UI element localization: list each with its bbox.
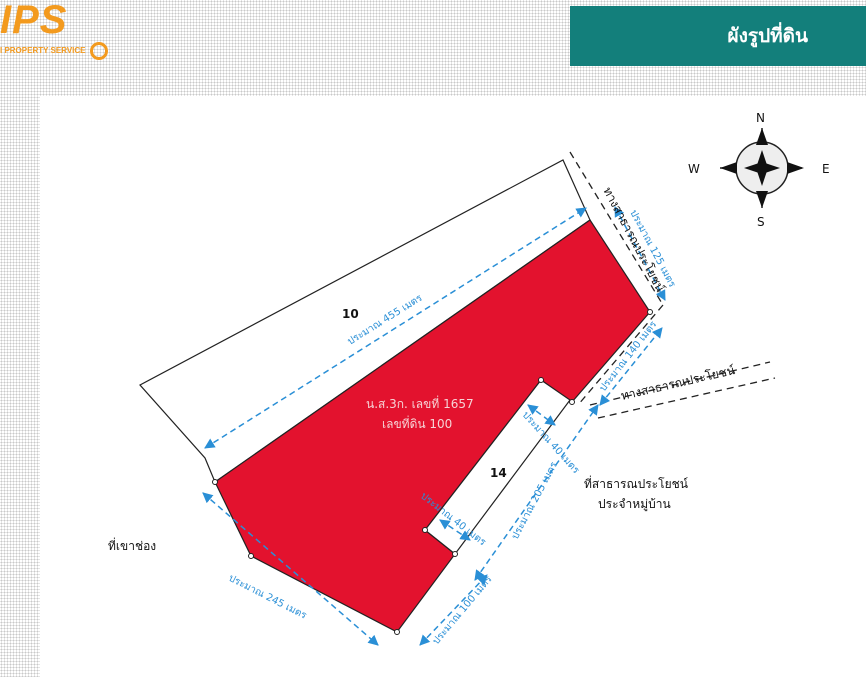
compass-north: N — [756, 111, 765, 125]
public-land-label: ที่สาธารณประโยชน์ — [584, 475, 688, 491]
dimension-lines — [202, 206, 666, 646]
west-neighbor-label: ที่เขาช่อง — [108, 537, 156, 553]
public-land-label-2: ประจำหมู่บ้าน — [598, 497, 671, 512]
gear-icon — [90, 42, 108, 60]
deed-number: น.ส.3ก. เลขที่ 1657 — [366, 395, 474, 411]
logo-subtitle: I PROPERTY SERVICE — [0, 46, 86, 55]
dimension-100: ประมาณ 100 เมตร — [431, 574, 495, 647]
compass-south: S — [757, 215, 765, 229]
company-logo: IPS I PROPERTY SERVICE — [0, 0, 120, 60]
page-title: ผังรูปที่ดิน — [570, 6, 866, 66]
lot-10-label: 10 — [342, 307, 359, 321]
road-label-right: ทางสาธารณประโยชน์ — [620, 363, 737, 403]
page-title-text: ผังรูปที่ดิน — [727, 25, 808, 47]
land-number: เลขที่ดิน 100 — [382, 415, 452, 431]
compass-icon — [720, 128, 804, 208]
compass-east: E — [822, 162, 830, 176]
logo-text: IPS — [0, 0, 68, 42]
compass-west: W — [688, 162, 700, 176]
dimension-205: ประมาณ 205 เมตร — [510, 460, 560, 542]
lot-14-label: 14 — [490, 466, 507, 480]
